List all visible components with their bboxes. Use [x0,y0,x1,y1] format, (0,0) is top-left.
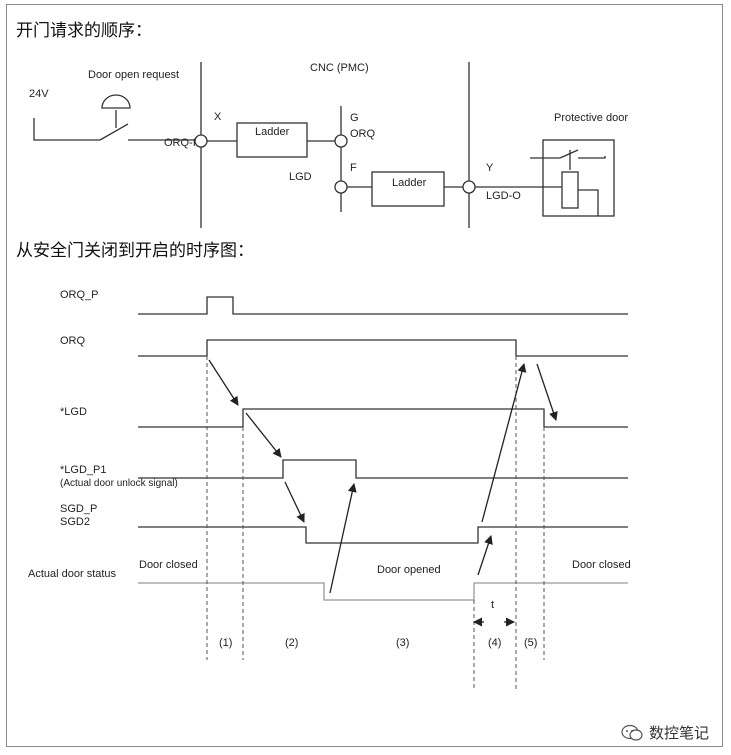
lock-contact [559,149,579,159]
orq-waveform [138,339,628,357]
orq-p-signal-label: ORQ_P [60,289,99,301]
lgd-label: LGD [289,171,312,183]
y-connector-icon [462,180,476,194]
figure-frame [6,4,723,747]
pushbutton-cap-icon [101,94,131,109]
circuit-heading: 开门请求的顺序： [16,21,152,41]
g-connector-icon [334,134,348,148]
door-status-waveform [138,582,628,601]
door-open-request-label: Door open request [88,69,179,81]
coil-return-wire [578,189,599,216]
arrow-sgd-to-orq [481,363,527,523]
orq-label: ORQ [350,128,376,140]
t-label: t [491,599,494,611]
lock-coil-icon [561,171,579,209]
timing-annotations: Door closed Door opened Door closed t (1… [139,559,631,649]
door-closed-right-label: Door closed [572,559,631,571]
cnc-pmc-label: CNC (PMC) [310,62,369,74]
sgd2-signal-label: SGD2 [60,516,90,528]
timing-dashed-markers [206,356,545,690]
arrow-orq-to-lgd-relock [536,363,558,421]
watermark: 数控笔记 [621,722,709,743]
lgd-waveform [138,408,628,428]
actual-door-status-label: Actual door status [28,568,117,580]
circuit-diagram [33,62,615,228]
watermark-text: 数控笔记 [648,724,709,742]
switch-contact [99,123,129,141]
lgd-p1-signal-label: *LGD_P1 [60,464,106,476]
arrow-orq-to-lgd [208,359,239,406]
sgd-waveform [138,526,628,544]
door-opened-label: Door opened [377,564,441,576]
voltage-label: 24V [29,88,49,100]
arrow-door-to-lgd-p1 [329,483,357,594]
orq-signal-label: ORQ [60,335,86,347]
supply-wire [33,118,100,141]
arrow-door-to-sgd [477,535,493,576]
orq-p-waveform [138,296,628,315]
door-closed-left-label: Door closed [139,559,198,571]
wechat-icon [621,724,643,741]
lgd-p1-note-label: (Actual door unlock signal) [60,478,178,489]
ladder-box-bottom [371,171,445,207]
g-label: G [350,112,359,124]
sgd-p-signal-label: SGD_P [60,503,97,515]
circuit-labels: 24V Door open request CNC (PMC) X ORQ-I … [29,62,628,202]
lgd-signal-label: *LGD [60,406,87,418]
f-label: F [350,162,357,174]
lgd-o-label: LGD-O [486,190,521,202]
ladder-box-top [236,122,308,158]
x-label: X [214,111,222,123]
x-connector-icon [194,134,208,148]
protective-door-box [542,139,615,217]
causality-arrows [208,359,558,627]
phase-2-label: (2) [285,637,298,649]
protective-door-label: Protective door [554,112,628,124]
phase-1-label: (1) [219,637,232,649]
ladder-bottom-label: Ladder [392,177,427,189]
f-connector-icon [334,180,348,194]
orq-i-label: ORQ-I [164,137,196,149]
ladder-top-label: Ladder [255,126,290,138]
lock-line [578,156,606,159]
arrow-lgd-to-lgd-p1 [245,412,282,458]
arrow-lgd-p1-to-sgd [284,481,305,523]
phase-3-label: (3) [396,637,409,649]
y-label: Y [486,162,494,174]
phase-5-label: (5) [524,637,537,649]
timing-signal-labels: ORQ_P ORQ *LGD *LGD_P1 (Actual door unlo… [28,289,178,580]
lgd-p1-waveform [138,459,628,479]
timing-waveforms [138,296,628,601]
timing-heading: 从安全门关闭到开启的时序图： [16,241,254,261]
phase-4-label: (4) [488,637,501,649]
